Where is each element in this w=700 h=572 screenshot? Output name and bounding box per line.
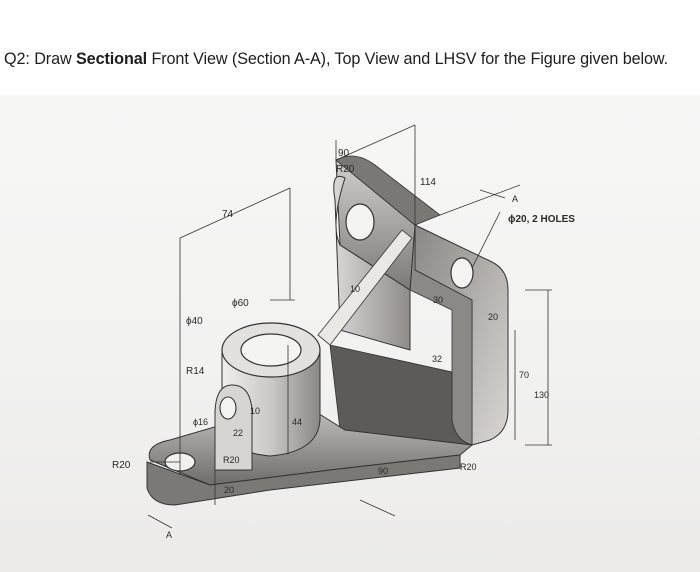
rib: [317, 229, 413, 346]
dim-r14: R14: [186, 366, 205, 377]
right-plate-hole: [450, 257, 474, 289]
dimension-lines: [147, 124, 552, 529]
question-bold-word: Sectional: [75, 50, 148, 68]
left-plate-hole: [345, 203, 375, 241]
dim-20-right: 20: [488, 312, 498, 322]
dim-10-small: 10: [250, 406, 260, 416]
dim-74: 74: [222, 209, 234, 220]
section-a-left: A: [166, 530, 172, 540]
isometric-drawing-photo: 74 90 R20 114 ϕ20, 2 HOLES ϕ60 ϕ40 10 30…: [0, 95, 700, 572]
dim-90-bottom: 90: [378, 466, 388, 476]
dim-holes: ϕ20, 2 HOLES: [508, 214, 575, 225]
dim-20-bottom: 20: [224, 485, 234, 495]
dim-phi60: ϕ60: [232, 298, 249, 309]
dim-phi16: ϕ16: [193, 417, 208, 427]
isometric-drawing: 74 90 R20 114 ϕ20, 2 HOLES ϕ60 ϕ40 10 30…: [112, 124, 575, 540]
dim-22: 22: [233, 428, 243, 438]
section-a-right: A: [512, 194, 518, 204]
dim-r20-right: R20: [460, 462, 477, 472]
dim-30: 30: [433, 295, 443, 305]
dim-10: 10: [350, 284, 360, 294]
dim-114: 114: [420, 177, 436, 188]
question-prefix: Q2: Draw: [4, 50, 76, 68]
question-suffix: Front View (Section A-A), Top View and L…: [147, 50, 669, 68]
dim-r20-bottom: R20: [223, 455, 240, 465]
cylinder-bore: [240, 333, 302, 367]
dim-90-top: 90: [338, 148, 350, 159]
dim-32: 32: [432, 354, 442, 364]
dim-130: 130: [534, 390, 549, 400]
dim-70: 70: [519, 370, 529, 380]
question-text: Q2: Draw Sectional Front View (Section A…: [4, 50, 696, 69]
lower-wall: [329, 344, 473, 446]
dim-r20-top: R20: [336, 164, 355, 175]
base-plate-edge: [146, 454, 461, 506]
dim-44: 44: [292, 417, 302, 427]
dim-phi40: ϕ40: [186, 316, 203, 327]
dim-r20-left: R20: [112, 460, 131, 471]
back-plate-face: [414, 224, 509, 446]
small-boss-hole: [219, 396, 237, 420]
